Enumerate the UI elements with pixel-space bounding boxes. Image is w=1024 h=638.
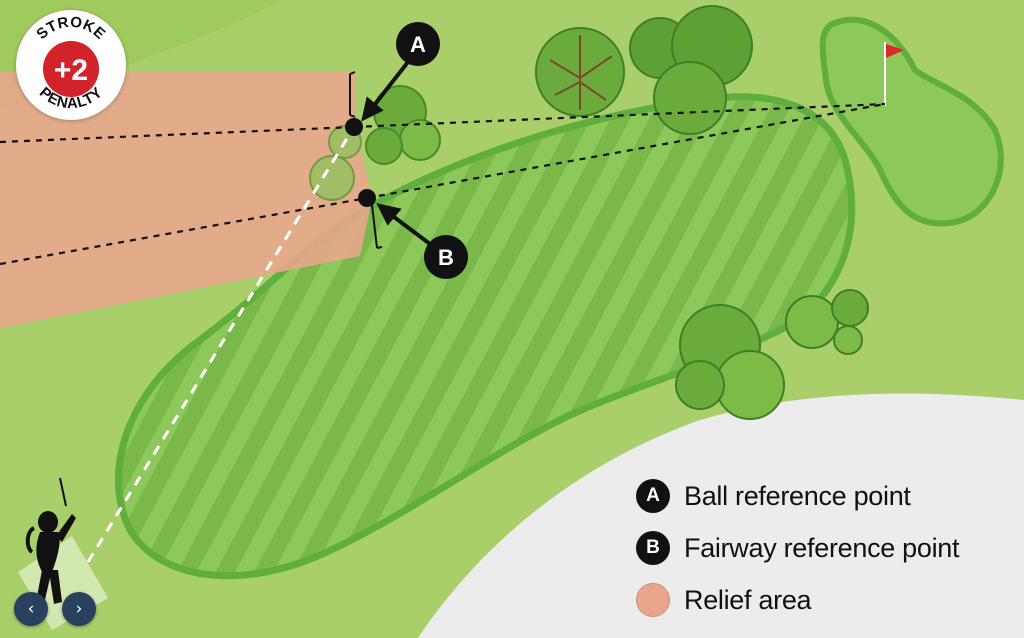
club-length-brackets [349, 71, 383, 249]
flag-icon [884, 42, 904, 106]
legend-label-relief-area: Relief area [684, 584, 812, 615]
fairway-reference-point-b [358, 189, 376, 207]
tree-cluster-top [535, 5, 753, 135]
legend-label-ball-reference: Ball reference point [684, 480, 911, 511]
putting-green [819, 16, 1004, 227]
legend-item-fairway-reference: B Fairway reference point [636, 522, 960, 574]
chevron-left-icon: ‹ [27, 599, 35, 619]
legend: A Ball reference point B Fairway referen… [636, 470, 960, 626]
penalty-badge-disc [43, 41, 99, 97]
ball-flight-path [86, 126, 356, 563]
penalty-badge-value: +2 [54, 54, 88, 87]
marker-b-text: B [438, 245, 454, 270]
relief-area [0, 72, 372, 328]
legend-swatch-relief-area [636, 583, 670, 617]
marker-b-label: B [424, 235, 468, 279]
marker-a-text: A [410, 32, 426, 57]
ball-reference-point-a [345, 118, 363, 136]
stroke-penalty-badge: STROKE +2 PENALTY [16, 10, 126, 120]
tree-cluster-right [675, 289, 869, 420]
chevron-right-icon: › [75, 599, 83, 619]
legend-marker-b: B [636, 531, 670, 565]
cart-path [418, 393, 1024, 638]
legend-item-relief-area: Relief area [636, 574, 959, 626]
svg-text:STROKE: STROKE [33, 14, 109, 43]
legend-item-ball-reference: A Ball reference point [636, 470, 959, 522]
previous-slide-button[interactable]: ‹ [14, 592, 48, 626]
penalty-badge-top-text: STROKE [33, 14, 108, 43]
penalty-badge-art: STROKE +2 PENALTY [33, 14, 109, 113]
legend-marker-a: A [636, 479, 670, 513]
reference-lines [0, 102, 886, 266]
marker-a-label: A [396, 22, 440, 66]
marker-arrows [361, 60, 432, 246]
next-slide-button[interactable]: › [62, 592, 96, 626]
legend-label-fairway-reference: Fairway reference point [684, 532, 960, 563]
